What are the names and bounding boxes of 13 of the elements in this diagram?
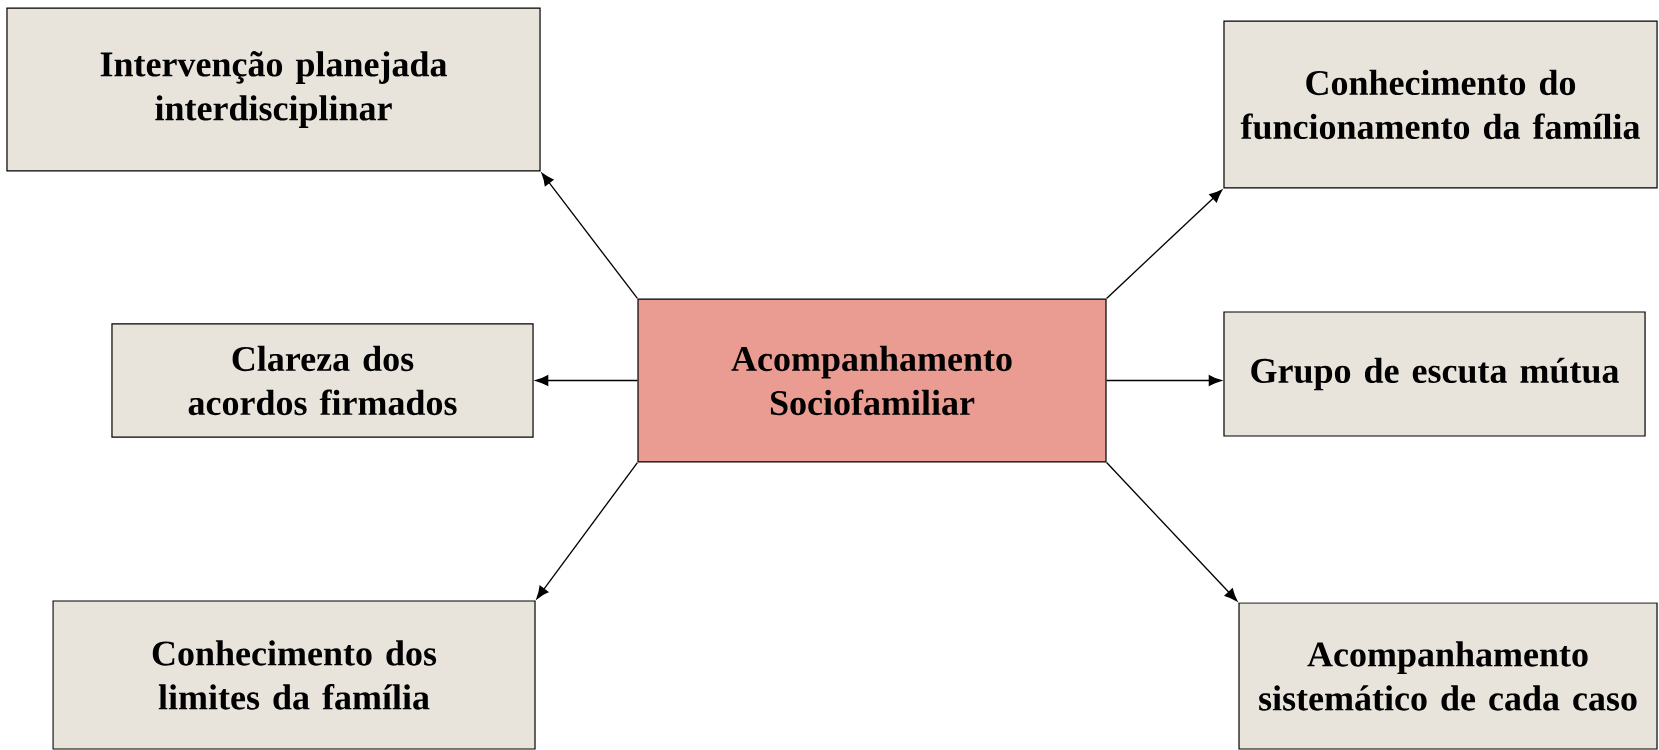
arrow — [1105, 189, 1223, 300]
arrow — [1105, 375, 1222, 386]
topic-box: Conhecimento do funcionamento da família — [1223, 20, 1658, 189]
topic-box: Conhecimento dos limites da família — [52, 600, 536, 750]
topic-box: Clareza dos acordos firmados — [111, 323, 534, 438]
arrow — [536, 461, 639, 600]
central-box: Acompanhamento Sociofamiliar — [637, 298, 1107, 463]
topic-box: Grupo de escuta mútua — [1223, 311, 1646, 437]
arrow — [541, 172, 639, 300]
arrow — [535, 375, 639, 386]
topic-box: Intervenção planejada interdisciplinar — [6, 7, 541, 172]
topic-box: Acompanhamento sistemático de cada caso — [1238, 602, 1658, 750]
arrow — [1105, 461, 1238, 602]
